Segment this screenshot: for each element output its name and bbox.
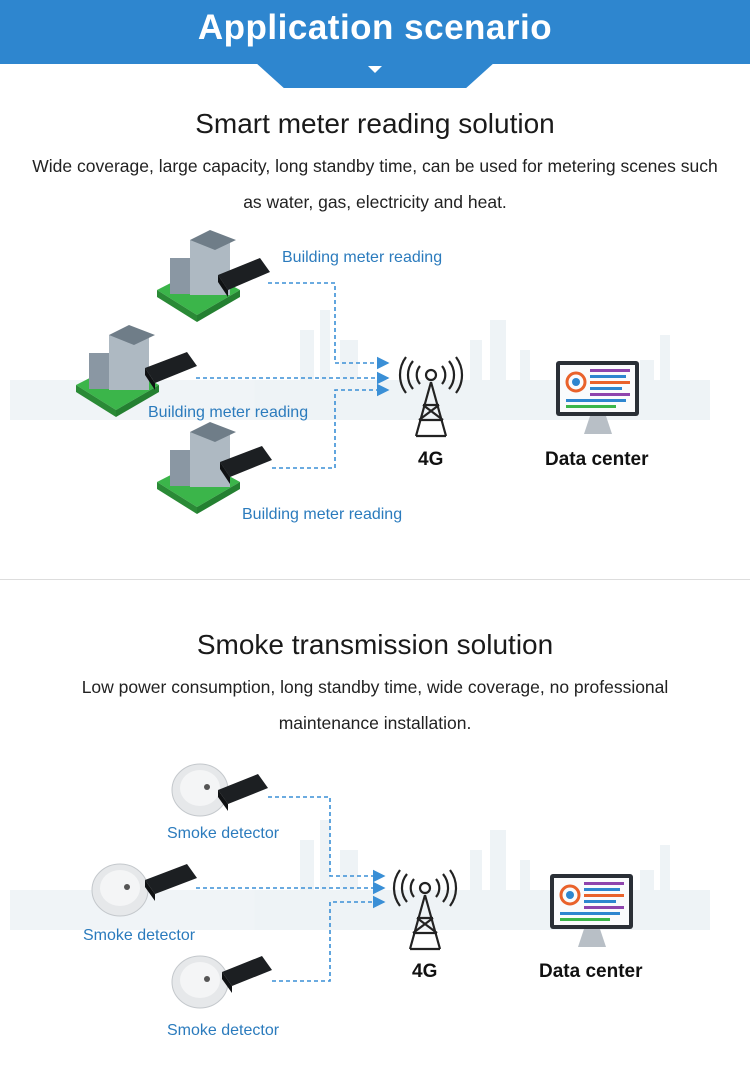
node-label: Smoke detector xyxy=(83,927,196,944)
4g-tower-icon xyxy=(398,356,464,438)
node-label: Smoke detector xyxy=(167,825,280,842)
chevron-down-icon xyxy=(368,66,382,73)
transmitter-device-icon xyxy=(218,774,268,811)
node-label: Building meter reading xyxy=(282,249,443,266)
smoke-detector-icon xyxy=(91,863,149,917)
meter-section-title: Smart meter reading solution xyxy=(195,108,555,139)
transmitter-device-icon xyxy=(222,956,272,993)
node-label: Building meter reading xyxy=(242,506,403,523)
smoke-detector-icon xyxy=(171,955,229,1009)
smoke-section-description: Low power consumption, long standby time… xyxy=(81,677,669,733)
meter-section-description: Wide coverage, large capacity, long stan… xyxy=(32,156,718,212)
section-divider xyxy=(0,579,750,580)
transmitter-device-icon xyxy=(145,864,197,901)
building-icon xyxy=(76,325,159,417)
meter-device-icon xyxy=(218,258,270,297)
meter-device-icon xyxy=(145,352,197,390)
node-label: Building meter reading xyxy=(148,404,309,421)
tower-label: 4G xyxy=(412,961,438,982)
monitor-icon xyxy=(556,361,639,434)
meter-device-icon xyxy=(220,446,272,484)
header-bar xyxy=(0,0,750,64)
4g-tower-icon xyxy=(392,869,458,951)
data-center-label: Data center xyxy=(545,449,649,470)
tower-label: 4G xyxy=(418,449,444,470)
data-center-label: Data center xyxy=(539,961,643,982)
smoke-detector-icon xyxy=(171,763,229,817)
building-icon xyxy=(157,422,240,514)
node-label: Smoke detector xyxy=(167,1022,280,1039)
monitor-icon xyxy=(550,874,633,947)
page-title: Application scenario xyxy=(197,8,553,47)
smoke-section-title: Smoke transmission solution xyxy=(196,629,554,660)
